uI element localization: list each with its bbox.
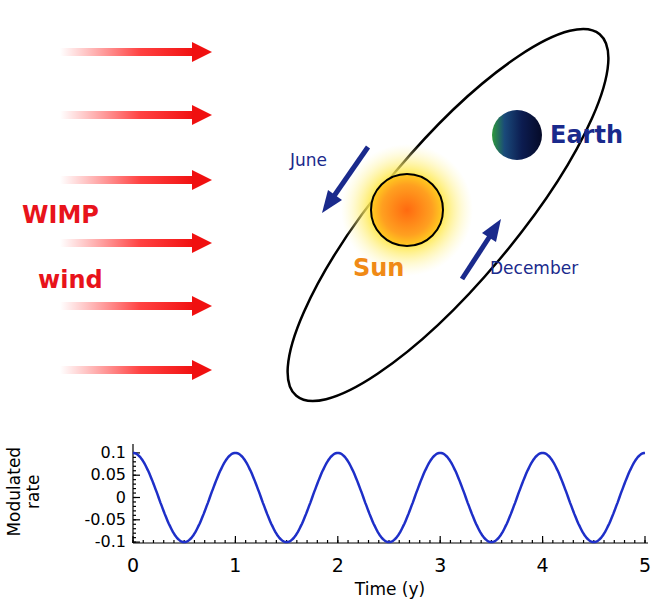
y-tick-label: 0.1 <box>101 444 126 462</box>
x-tick-label: 1 <box>229 555 241 576</box>
modulation-curve <box>133 453 645 542</box>
plot-axes <box>133 444 648 543</box>
sun-label: Sun <box>353 255 404 281</box>
x-tick-label: 4 <box>537 555 549 576</box>
motion-arrows <box>322 147 501 279</box>
earth-disc <box>492 110 542 160</box>
earth-label: Earth <box>550 122 623 148</box>
orbit <box>244 0 652 439</box>
x-tick-label: 5 <box>639 555 651 576</box>
wind-label: wind <box>38 267 103 293</box>
wind-arrow-shaft <box>60 111 194 119</box>
wind-arrow-shaft <box>60 302 194 310</box>
x-tick-label: 0 <box>127 555 139 576</box>
wind-arrow-head <box>192 170 212 190</box>
wind-arrow-shaft <box>60 239 194 247</box>
sun-disc <box>371 174 443 246</box>
y-tick-label: -0.1 <box>95 533 126 551</box>
wind-arrow-shaft <box>60 366 194 374</box>
month-label: June <box>290 151 327 170</box>
y-tick-label: -0.05 <box>85 511 126 529</box>
axis-title: Modulated rate <box>5 442 42 542</box>
y-tick-label: 0.05 <box>90 466 126 484</box>
wind-arrow-head <box>192 296 212 316</box>
wind-arrow-head <box>192 42 212 62</box>
x-tick-label: 2 <box>332 555 344 576</box>
month-label: December <box>490 259 578 278</box>
wind-arrow-shaft <box>60 176 194 184</box>
wind-arrow-head <box>192 360 212 380</box>
wind-label: WIMP <box>22 202 99 228</box>
wind-arrow-head <box>192 233 212 253</box>
x-tick-label: 3 <box>434 555 446 576</box>
wind-arrow-head <box>192 105 212 125</box>
axis-title: Time (y) <box>355 580 425 599</box>
wind-arrow-shaft <box>60 48 194 56</box>
y-tick-label: 0 <box>116 489 126 507</box>
